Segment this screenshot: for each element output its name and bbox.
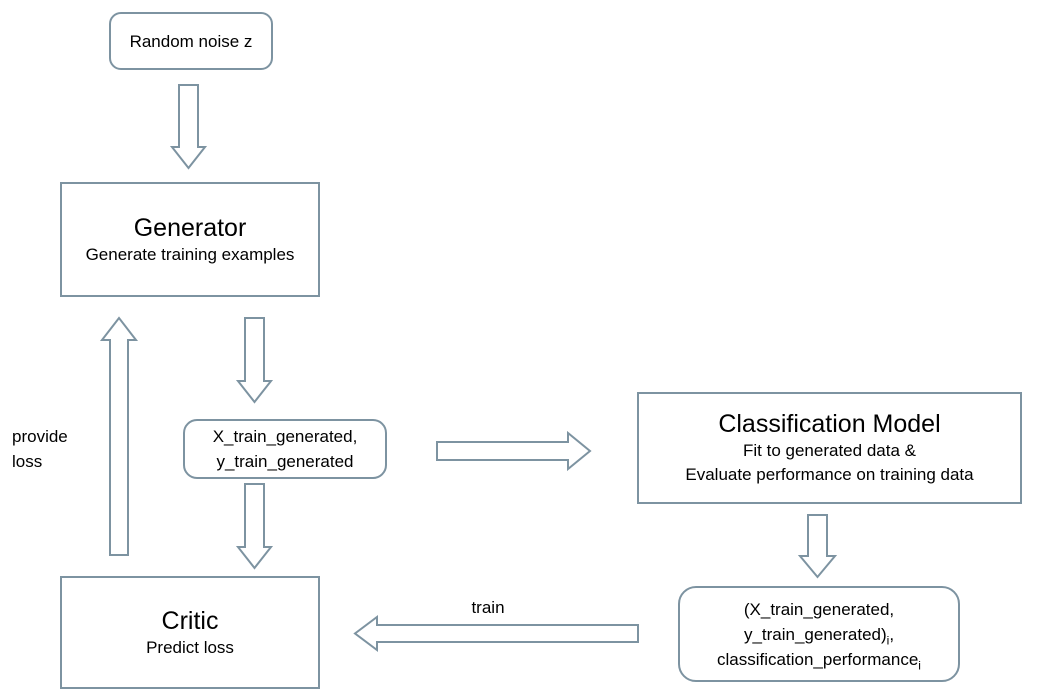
classification-model-title: Classification Model [718,410,941,438]
generated-tuple-node: (X_train_generated, y_train_generated)i,… [678,586,960,682]
arrow-down-generator-to-data-icon [235,317,274,404]
critic-subtitle: Predict loss [146,637,234,657]
classification-model-subtitle-line2: Evaluate performance on training data [685,465,974,484]
train-edge-label: train [471,598,505,617]
random-noise-node: Random noise z [109,12,273,70]
generator-node: Generator Generate training examples [60,182,320,297]
critic-title: Critic [161,606,219,635]
generated-tuple-line1: (X_train_generated, [743,599,895,619]
provide-loss-edge-label: provide loss [12,427,68,471]
generated-data-line2: y_train_generated [216,452,354,471]
generated-tuple-line3-subscript: i [918,657,921,672]
generated-tuple-line2-text: y_train_generated) [743,624,887,644]
generated-tuple-line2: y_train_generated)i, [744,622,894,647]
generator-title: Generator [133,213,247,242]
random-noise-label: Random noise z [129,31,253,51]
arrow-right-data-to-classification-icon [436,430,592,472]
critic-node: Critic Predict loss [60,576,320,689]
arrow-left-tuple-to-critic-icon [353,615,639,652]
generated-tuple-line2-subscript: i [886,632,890,647]
classification-model-subtitle-line1: Fit to generated data & [743,441,916,460]
arrow-down-data-to-critic-icon [235,483,274,570]
generated-data-line1: X_train_generated, [212,427,358,446]
generated-tuple-line3-text: classification_performance [717,649,919,669]
arrow-down-noise-to-generator-icon [169,84,208,170]
arrow-up-critic-to-generator-icon [99,316,139,556]
arrow-down-classification-to-tuple-icon [797,514,838,579]
classification-model-node: Classification Model Fit to generated da… [637,392,1022,504]
generator-subtitle: Generate training examples [85,244,295,264]
generated-tuple-line2-suffix: , [889,624,895,644]
generated-tuple-line3: classification_performancei [717,647,921,672]
generated-data-node: X_train_generated, y_train_generated [183,419,387,479]
